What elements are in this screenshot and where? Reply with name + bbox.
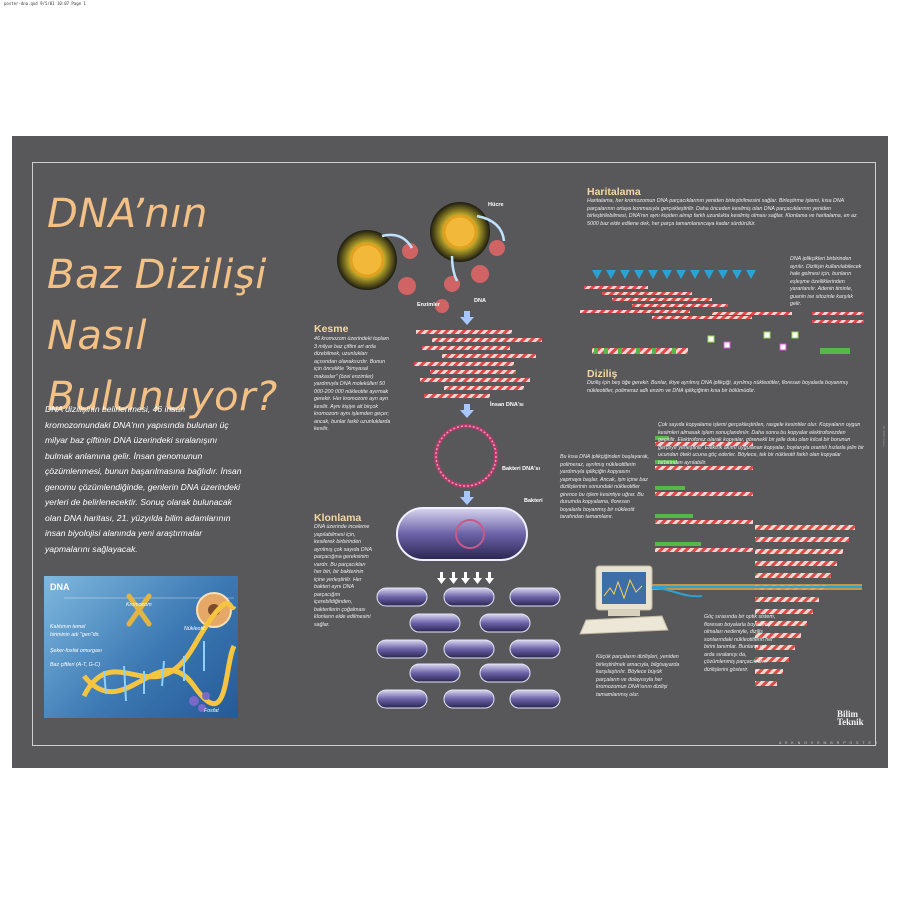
title-line: Nasıl [47,313,147,359]
poster-frame [32,162,876,746]
cell-illustration [337,202,506,313]
dna-box-note: Şeker-fosfat omurgası [50,648,103,654]
bilim-teknik-logo: Bilim Teknik [837,709,864,727]
haritalama-text: Haritalama, her kromozomun DNA parçacıkl… [587,198,857,227]
logo-line: Bilim [837,709,859,719]
haritalama-title: Haritalama [587,186,641,198]
intro-text: DNA dizilişinin belirlenmesi, 46 insan k… [45,404,242,554]
dizilis-copy-text: Çok sayıda kopyalama işlemi gerçekleştir… [658,422,864,466]
label-bakteri-dna: Bakteri DNA'sı [502,466,540,472]
label-dna: DNA [474,298,486,304]
dna-box-note: Baz çiftleri (A-T, G-C) [50,662,101,668]
double-helix-illustration [64,592,237,712]
dna-box-note: Kromozom [126,602,152,608]
title-line: Bulunuyor? [47,374,278,420]
print-header: poster-dna.qxd 9/5/01 10:07 Page 1 [4,1,86,6]
dizilis-text: Diziliş için beş öğe gerekir. Bunlar, ik… [587,380,849,394]
label-hucre: Hücre [488,202,504,208]
dna-box-note: Kalıtımın temel biriminin adı "gen"dir. [50,624,100,638]
dna-inset-box: DNA Kromozom Kalıtımın temel biriminin a… [44,576,238,718]
dizilis-bottom-right-text: Göç sırasında bir optik sistem, floresan… [704,614,776,673]
haritalama-side-text: DNA iplikçikleri birbirinden ayrılır. Di… [790,256,862,307]
klonlama-text: DNA üzerinde inceleme yapılabilmesi için… [314,524,372,628]
title-line: Baz Dizilişi [47,252,267,298]
kesme-title: Kesme [314,323,349,335]
poster: BT 2001 Poster DNA’nın Baz Dizilişi Nası… [12,136,888,768]
dna-box-title: DNA [50,582,70,592]
dizilis-strand-text: Bu kısa DNA iplikçiğinden başlayarak, po… [560,454,650,520]
logo-line: Teknik [837,717,864,727]
title-line: DNA’nın [47,191,208,237]
footer-text: A E K N O V E M B R P O S T E R [779,741,879,745]
dna-box-note: Nükleotit [184,626,205,632]
computer-illustration [579,565,703,635]
label-bakteri: Bakteri [524,498,543,504]
process-diagram [337,202,864,709]
page-title: DNA’nın Baz Dizilişi Nasıl Bulunuyor? [47,184,278,428]
dizilis-title: Diziliş [587,368,618,380]
klonlama-title: Klonlama [314,512,362,524]
kesme-text: 46 kromozom üzerindeki toplam 3 milyar b… [314,336,391,432]
side-note: BT 2001 Poster [882,426,886,447]
label-insan-dna: İnsan DNA'sı [490,402,524,408]
label-enzimler: Enzimler [417,302,440,308]
dna-box-note: Fosfat [204,708,219,714]
dizilis-bottom-left-text: Küçük parçaların dizilişleri, yeniden bi… [596,654,680,698]
